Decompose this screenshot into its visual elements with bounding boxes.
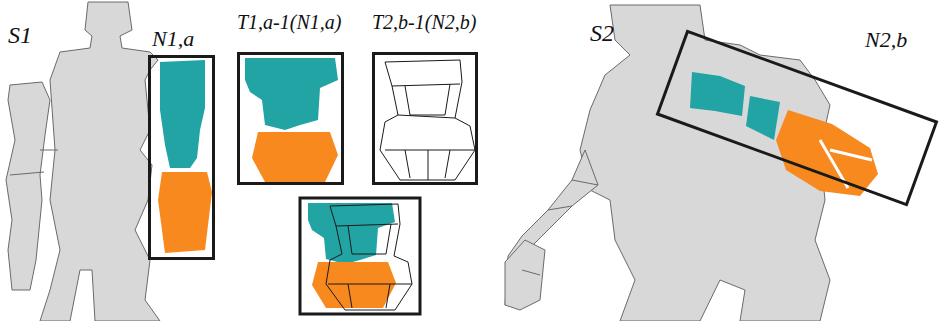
region-box: T1,a-1(N1,a) xyxy=(237,52,344,185)
rotated-region-box: N2,b xyxy=(655,29,939,207)
arm-overlay xyxy=(308,203,412,310)
region-outline xyxy=(658,31,937,204)
robot-silhouette-2 xyxy=(505,5,830,321)
region-label: T1,a-1(N1,a) xyxy=(237,11,341,34)
robot-silhouette-1 xyxy=(6,2,160,321)
arm-part-1 xyxy=(158,60,212,253)
arm-part-transformed-1 xyxy=(245,58,338,182)
region-box: N1,a xyxy=(148,55,215,260)
region-label: N1,a xyxy=(152,26,194,52)
shape-label: S1 xyxy=(8,22,32,49)
arm-part-transformed-2 xyxy=(380,60,475,180)
shape-label: S2 xyxy=(590,20,614,47)
region-label: N2,b xyxy=(865,27,907,53)
region-box: T2,b-1(N2,b) xyxy=(372,52,478,185)
overlay-box xyxy=(300,198,420,314)
region-outline xyxy=(655,29,939,207)
region-label: T2,b-1(N2,b) xyxy=(372,11,476,34)
